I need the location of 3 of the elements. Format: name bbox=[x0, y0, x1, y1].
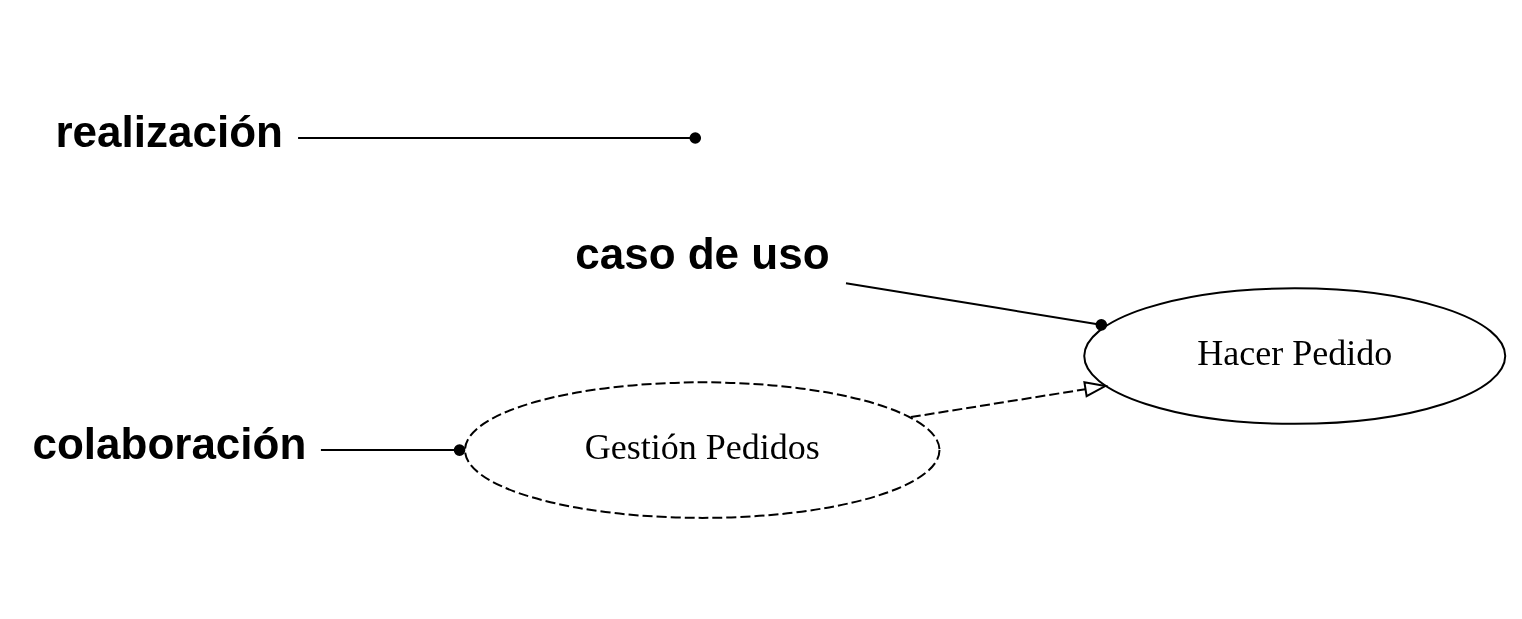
node-text: realización bbox=[55, 106, 283, 156]
node-text: colaboración bbox=[32, 418, 307, 468]
node-text: caso de uso bbox=[575, 228, 830, 278]
